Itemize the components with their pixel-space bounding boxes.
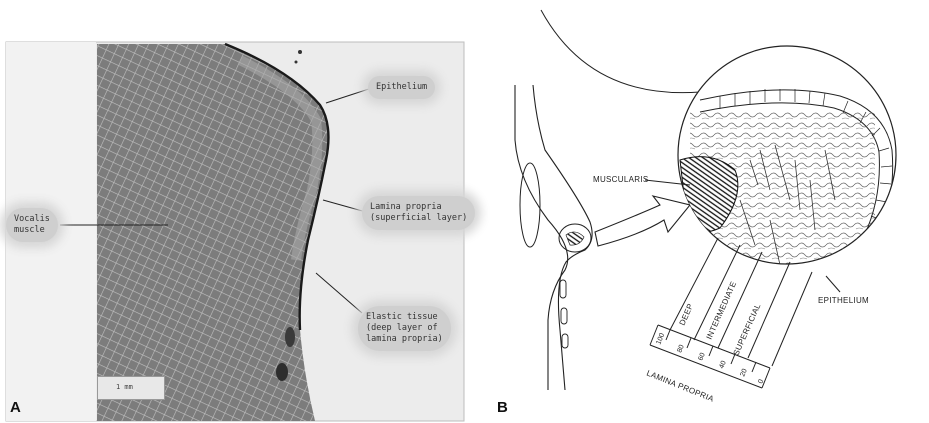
panel-letter-a: A: [10, 399, 21, 416]
tick-40: 40: [718, 360, 727, 370]
panel-letter-b: B: [497, 399, 508, 416]
label-elastic-tissue: Elastic tissue (deep layer of lamina pro…: [358, 306, 451, 351]
tick-0: 0: [757, 378, 765, 384]
magnify-arrow: [595, 196, 690, 246]
label-lamina-propria: LAMINA PROPRIA: [645, 369, 715, 404]
tick-60: 60: [697, 352, 706, 362]
scale-bar-label: 1 mm: [116, 383, 133, 391]
panel-b-schematic: MUSCULARIS EPITHELIUM DEEP INTERMEDIATE …: [515, 10, 896, 404]
outer-arc: [541, 10, 700, 93]
label-muscularis: MUSCULARIS: [593, 175, 648, 184]
leader-line: [826, 276, 840, 292]
label-epithelium-a: Epithelium: [368, 76, 435, 99]
label-superficial: SUPERFICIAL: [732, 302, 763, 357]
label-epithelium-b: EPITHELIUM: [818, 296, 869, 305]
scale-bar: 1 mm: [97, 376, 165, 400]
label-deep: DEEP: [678, 302, 696, 327]
vocal-fold-outline: [515, 85, 568, 390]
tick-20: 20: [739, 368, 748, 378]
tick-100: 100: [655, 332, 666, 346]
label-intermediate: INTERMEDIATE: [705, 280, 739, 341]
tick-80: 80: [676, 344, 685, 354]
label-lamina-superficial: Lamina propria (superficial layer): [362, 196, 475, 230]
label-vocalis: Vocalis muscle: [6, 208, 58, 242]
